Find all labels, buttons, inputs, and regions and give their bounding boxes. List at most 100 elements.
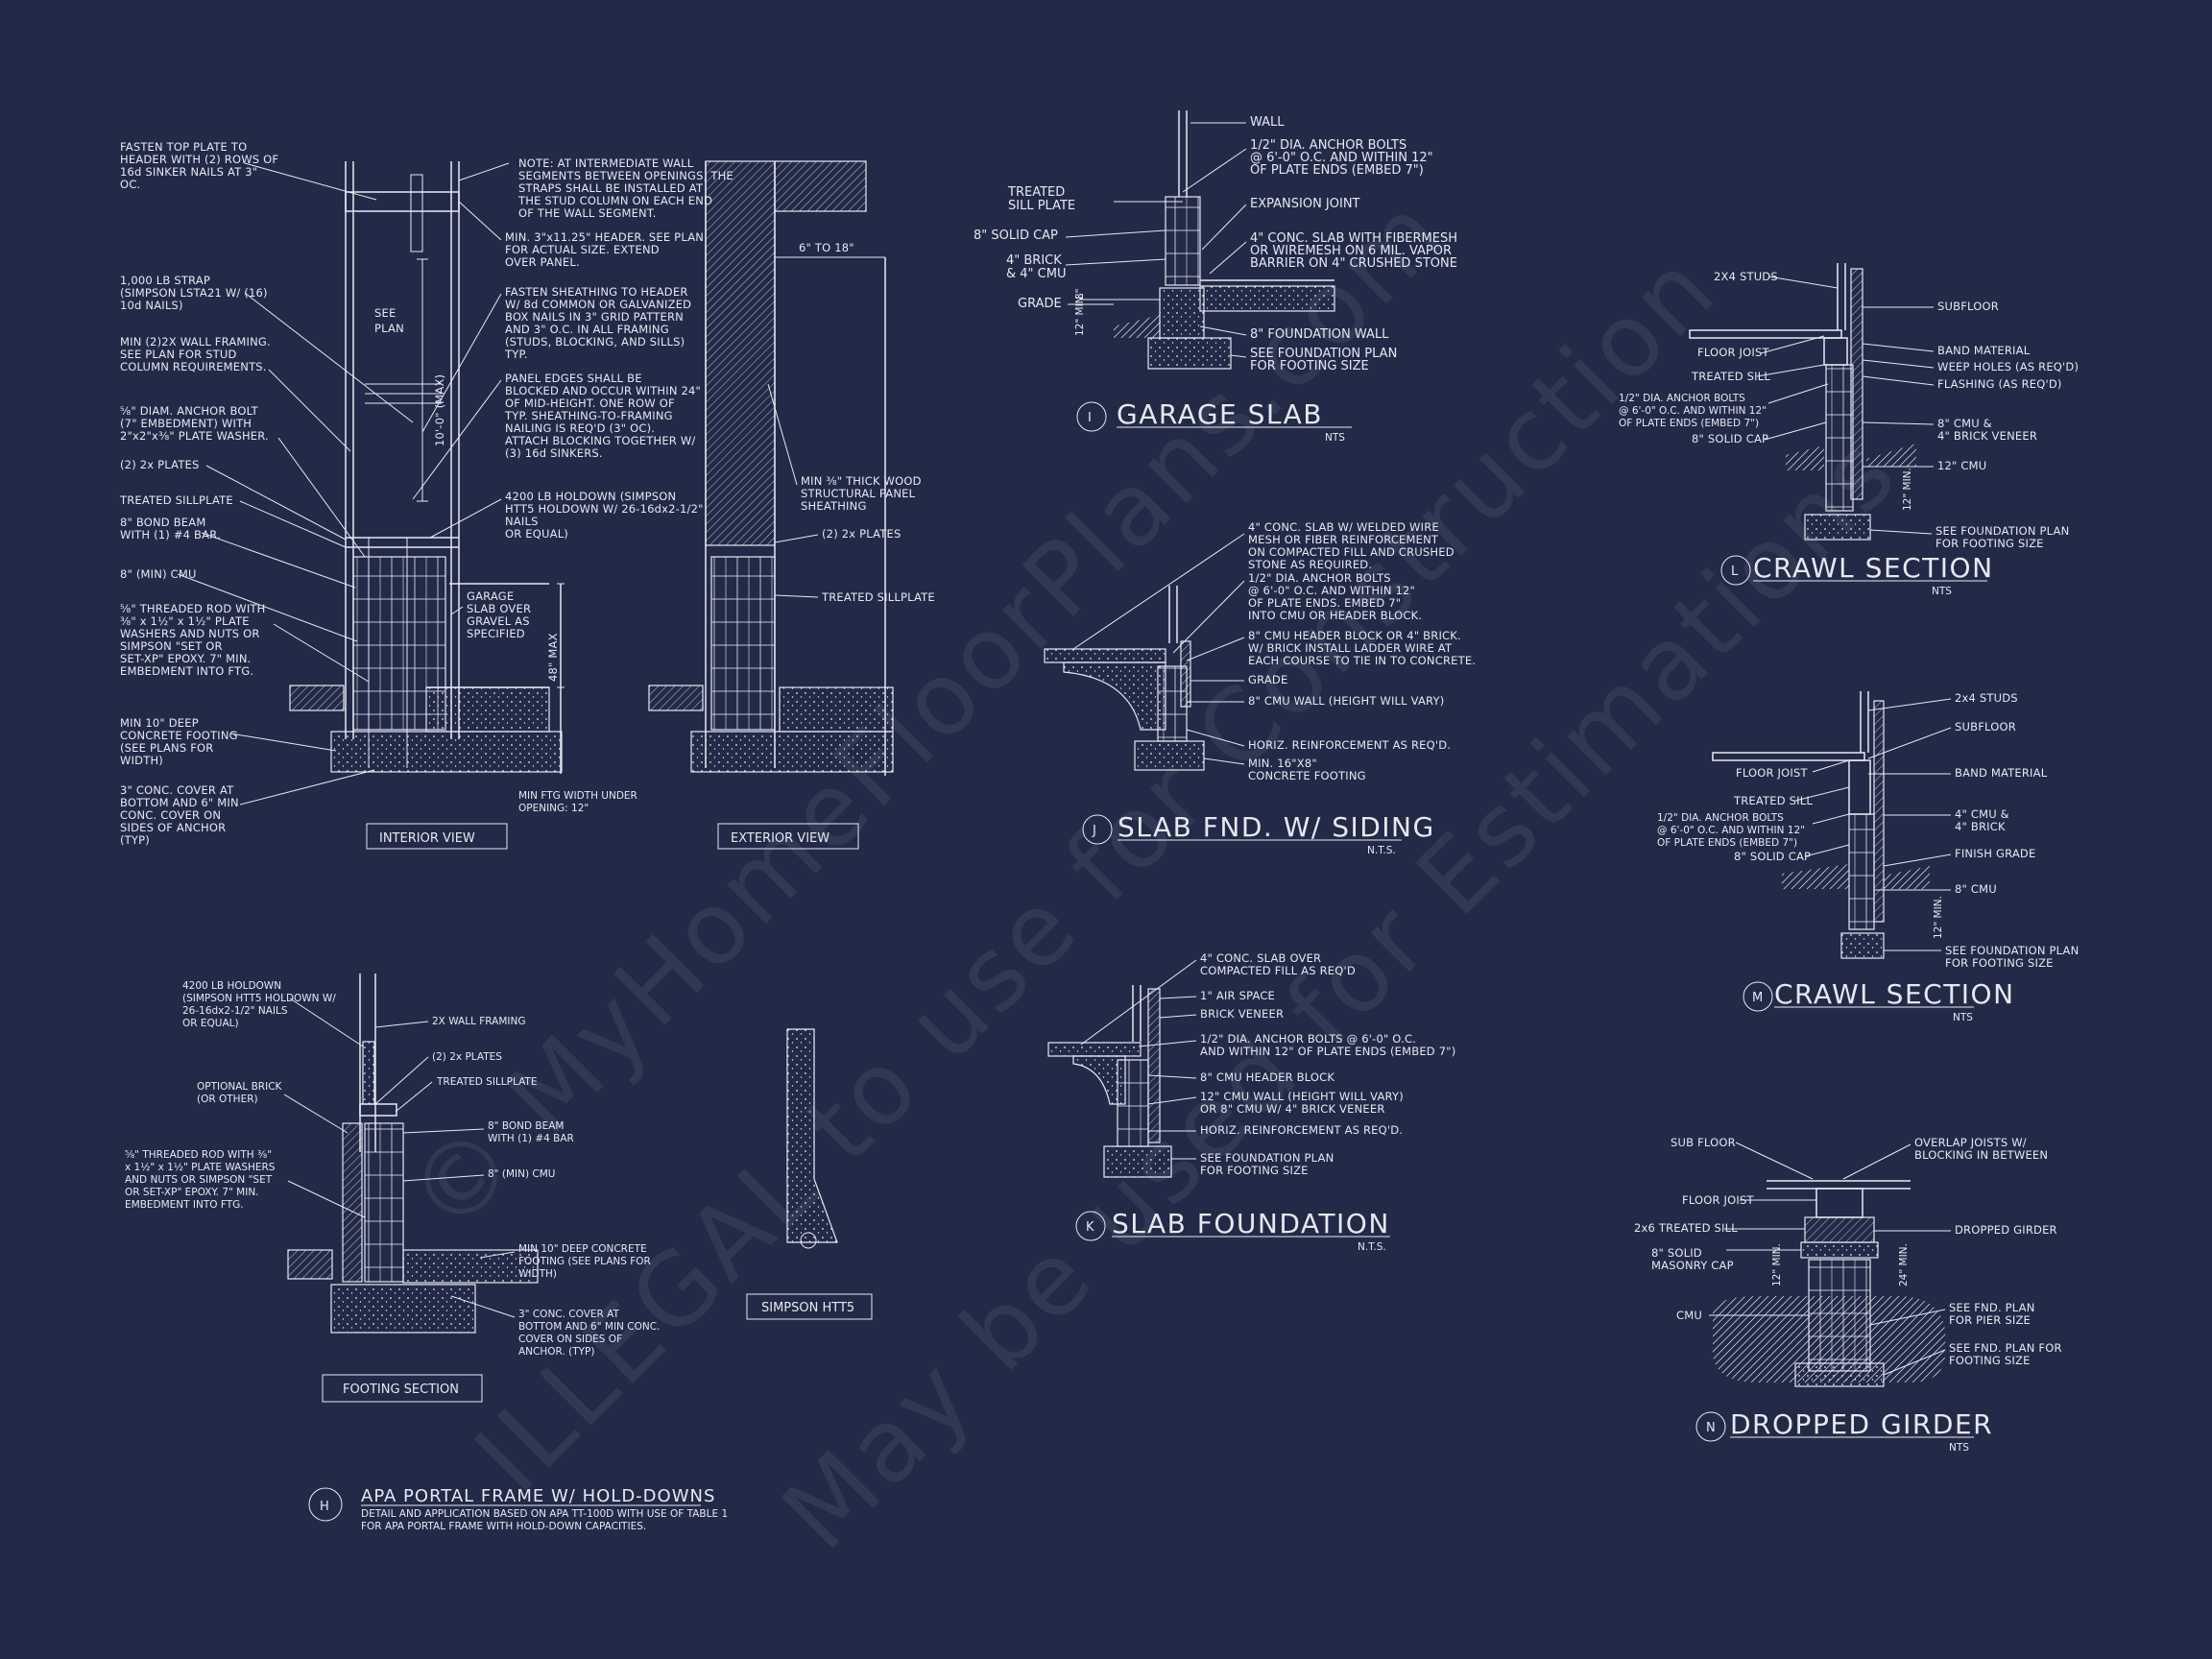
callout-j-notes-5: HORIZ. REINFORCEMENT AS REQ'D.	[1248, 738, 1451, 752]
callout-j-notes-1: 1/2" DIA. ANCHOR BOLTS@ 6'-0" O.C. AND W…	[1248, 571, 1422, 622]
callout-h-ftg-right-2: TREATED SILLPLATE	[436, 1076, 537, 1088]
callout-l-left-3: 1/2" DIA. ANCHOR BOLTS@ 6'-0" O.C. AND W…	[1619, 393, 1767, 429]
footing-notes-right: 2X WALL FRAMING (2) 2x PLATES TREATED SILL…	[374, 1016, 660, 1358]
callout-m-right-4: FINISH GRADE	[1955, 847, 2035, 860]
leader-h-int-notes-6	[201, 532, 356, 589]
detail-k-marker	[1075, 1211, 1106, 1241]
callout-n-left-2: 2x6 TREATED SILL	[1634, 1221, 1738, 1235]
callout-h-ftg-notes-2: ⅝" THREADED ROD WITH ⅜"x 1½" x 1½" PLATE…	[125, 1149, 276, 1211]
leader-j-notes-5	[1186, 729, 1245, 747]
detail-m-mark: M	[1752, 991, 1763, 1005]
callout-h-int-notes-2: MIN (2)2X WALL FRAMING.SEE PLAN FOR STUD…	[120, 335, 271, 373]
leader-k-notes-3	[1138, 1040, 1197, 1047]
callout-h-ftg-right-1: (2) 2x PLATES	[432, 1051, 502, 1063]
leader-h-ext-notes-2	[774, 594, 819, 598]
leader-h-ftg-right-4	[402, 1174, 485, 1182]
leader-i-right-2	[1201, 204, 1247, 251]
callout-m-right-2: BAND MATERIAL	[1955, 766, 2048, 780]
detail-n-mark: N	[1706, 1421, 1716, 1435]
callout-h-ftg-right-4: 8" (MIN) CMU	[488, 1168, 555, 1180]
callout-h-ftg-right-0: 2X WALL FRAMING	[432, 1016, 525, 1027]
callout-h-int-notes-7: 8" (MIN) CMU	[120, 567, 197, 581]
callout-k-notes-3: 1/2" DIA. ANCHOR BOLTS @ 6'-0" O.C.AND W…	[1200, 1032, 1455, 1058]
leader-h-mid-notes-4	[429, 498, 502, 539]
leader-n-right-0	[1842, 1143, 1911, 1180]
callout-m-right-5: 8" CMU	[1955, 882, 1997, 896]
detail-n-dim-12: 12" MIN.	[1771, 1243, 1783, 1286]
leader-n-right-3	[1883, 1349, 1946, 1376]
leader-h-ext-notes-0	[767, 383, 798, 486]
leader-i-right-3	[1209, 241, 1247, 275]
callout-m-left-2: 1/2" DIA. ANCHOR BOLTS@ 6'-0" O.C. AND W…	[1657, 812, 1805, 849]
leader-l-left-4	[1764, 421, 1827, 441]
callout-n-left-4: CMU	[1676, 1309, 1702, 1322]
detail-n-dim-24: 24" MIN.	[1898, 1243, 1910, 1286]
callout-i-right-4: 8" FOUNDATION WALL	[1250, 327, 1389, 342]
callout-n-left-1: FLOOR JOIST	[1682, 1193, 1754, 1207]
callout-m-left-0: FLOOR JOIST	[1736, 766, 1808, 780]
detail-i-mark: I	[1088, 411, 1092, 425]
detail-h-title: APA PORTAL FRAME W/ HOLD-DOWNS	[361, 1486, 715, 1506]
leader-h-ftg-right-6	[450, 1295, 516, 1318]
leader-h-int-notes-5	[239, 500, 347, 548]
leader-m-left-0	[1812, 759, 1850, 773]
detail-h-mark: H	[320, 1500, 329, 1514]
leader-m-left-2	[1812, 813, 1850, 825]
detail-l-mark: L	[1731, 565, 1739, 579]
leader-l-right-4	[1862, 421, 1935, 425]
leader-k-notes-4	[1147, 1074, 1197, 1079]
leader-h-ftg-right-5	[479, 1251, 516, 1259]
leader-l-right-2	[1862, 359, 1935, 369]
simpson-htt5-drawing	[786, 1028, 838, 1249]
dim-height-label: 10'-0" (MAX)	[433, 374, 446, 446]
leader-h-int-notes-7	[177, 573, 358, 642]
callout-k-notes-6: HORIZ. REINFORCEMENT AS REQ'D.	[1200, 1123, 1403, 1137]
footing-notes: 4200 LB HOLDOWN(SIMPSON HTT5 HOLDOWN W/2…	[125, 980, 660, 1358]
dim-48-label: 48" MAX	[546, 633, 560, 682]
leader-m-left-1	[1794, 786, 1850, 802]
leader-n-right-2	[1869, 1309, 1946, 1326]
callout-h-ftg-notes-1: OPTIONAL BRICK(OR OTHER)	[197, 1081, 283, 1105]
callout-l-left-4: 8" SOLID CAP	[1692, 432, 1768, 445]
leader-h-ext-notes-1	[774, 534, 819, 543]
detail-i-marker	[1076, 401, 1107, 432]
leader-l-left-2	[1756, 364, 1825, 377]
detail-j-marker	[1082, 814, 1113, 845]
leader-h-ftg-notes-2	[287, 1180, 366, 1218]
leader-m-right-0	[1867, 698, 1952, 711]
callout-l-right-4: 8" CMU &4" BRICK VENEER	[1937, 417, 2037, 443]
leader-k-notes-0	[1080, 959, 1197, 1046]
leader-l-right-3	[1862, 375, 1935, 386]
leader-m-right-4	[1883, 854, 1952, 867]
leader-i-right-5	[1230, 354, 1247, 358]
leader-h-int-notes-4	[205, 465, 347, 541]
detail-n-title: DROPPED GIRDER	[1730, 1408, 1993, 1440]
leader-h-int-notes-3	[277, 437, 366, 558]
callout-i-right-2: EXPANSION JOINT	[1250, 197, 1360, 211]
interior-view-label: INTERIOR VIEW	[379, 831, 475, 846]
callout-l-left-0: 2X4 STUDS	[1714, 270, 1778, 283]
callout-l-right-3: FLASHING (AS REQ'D)	[1937, 377, 2062, 391]
